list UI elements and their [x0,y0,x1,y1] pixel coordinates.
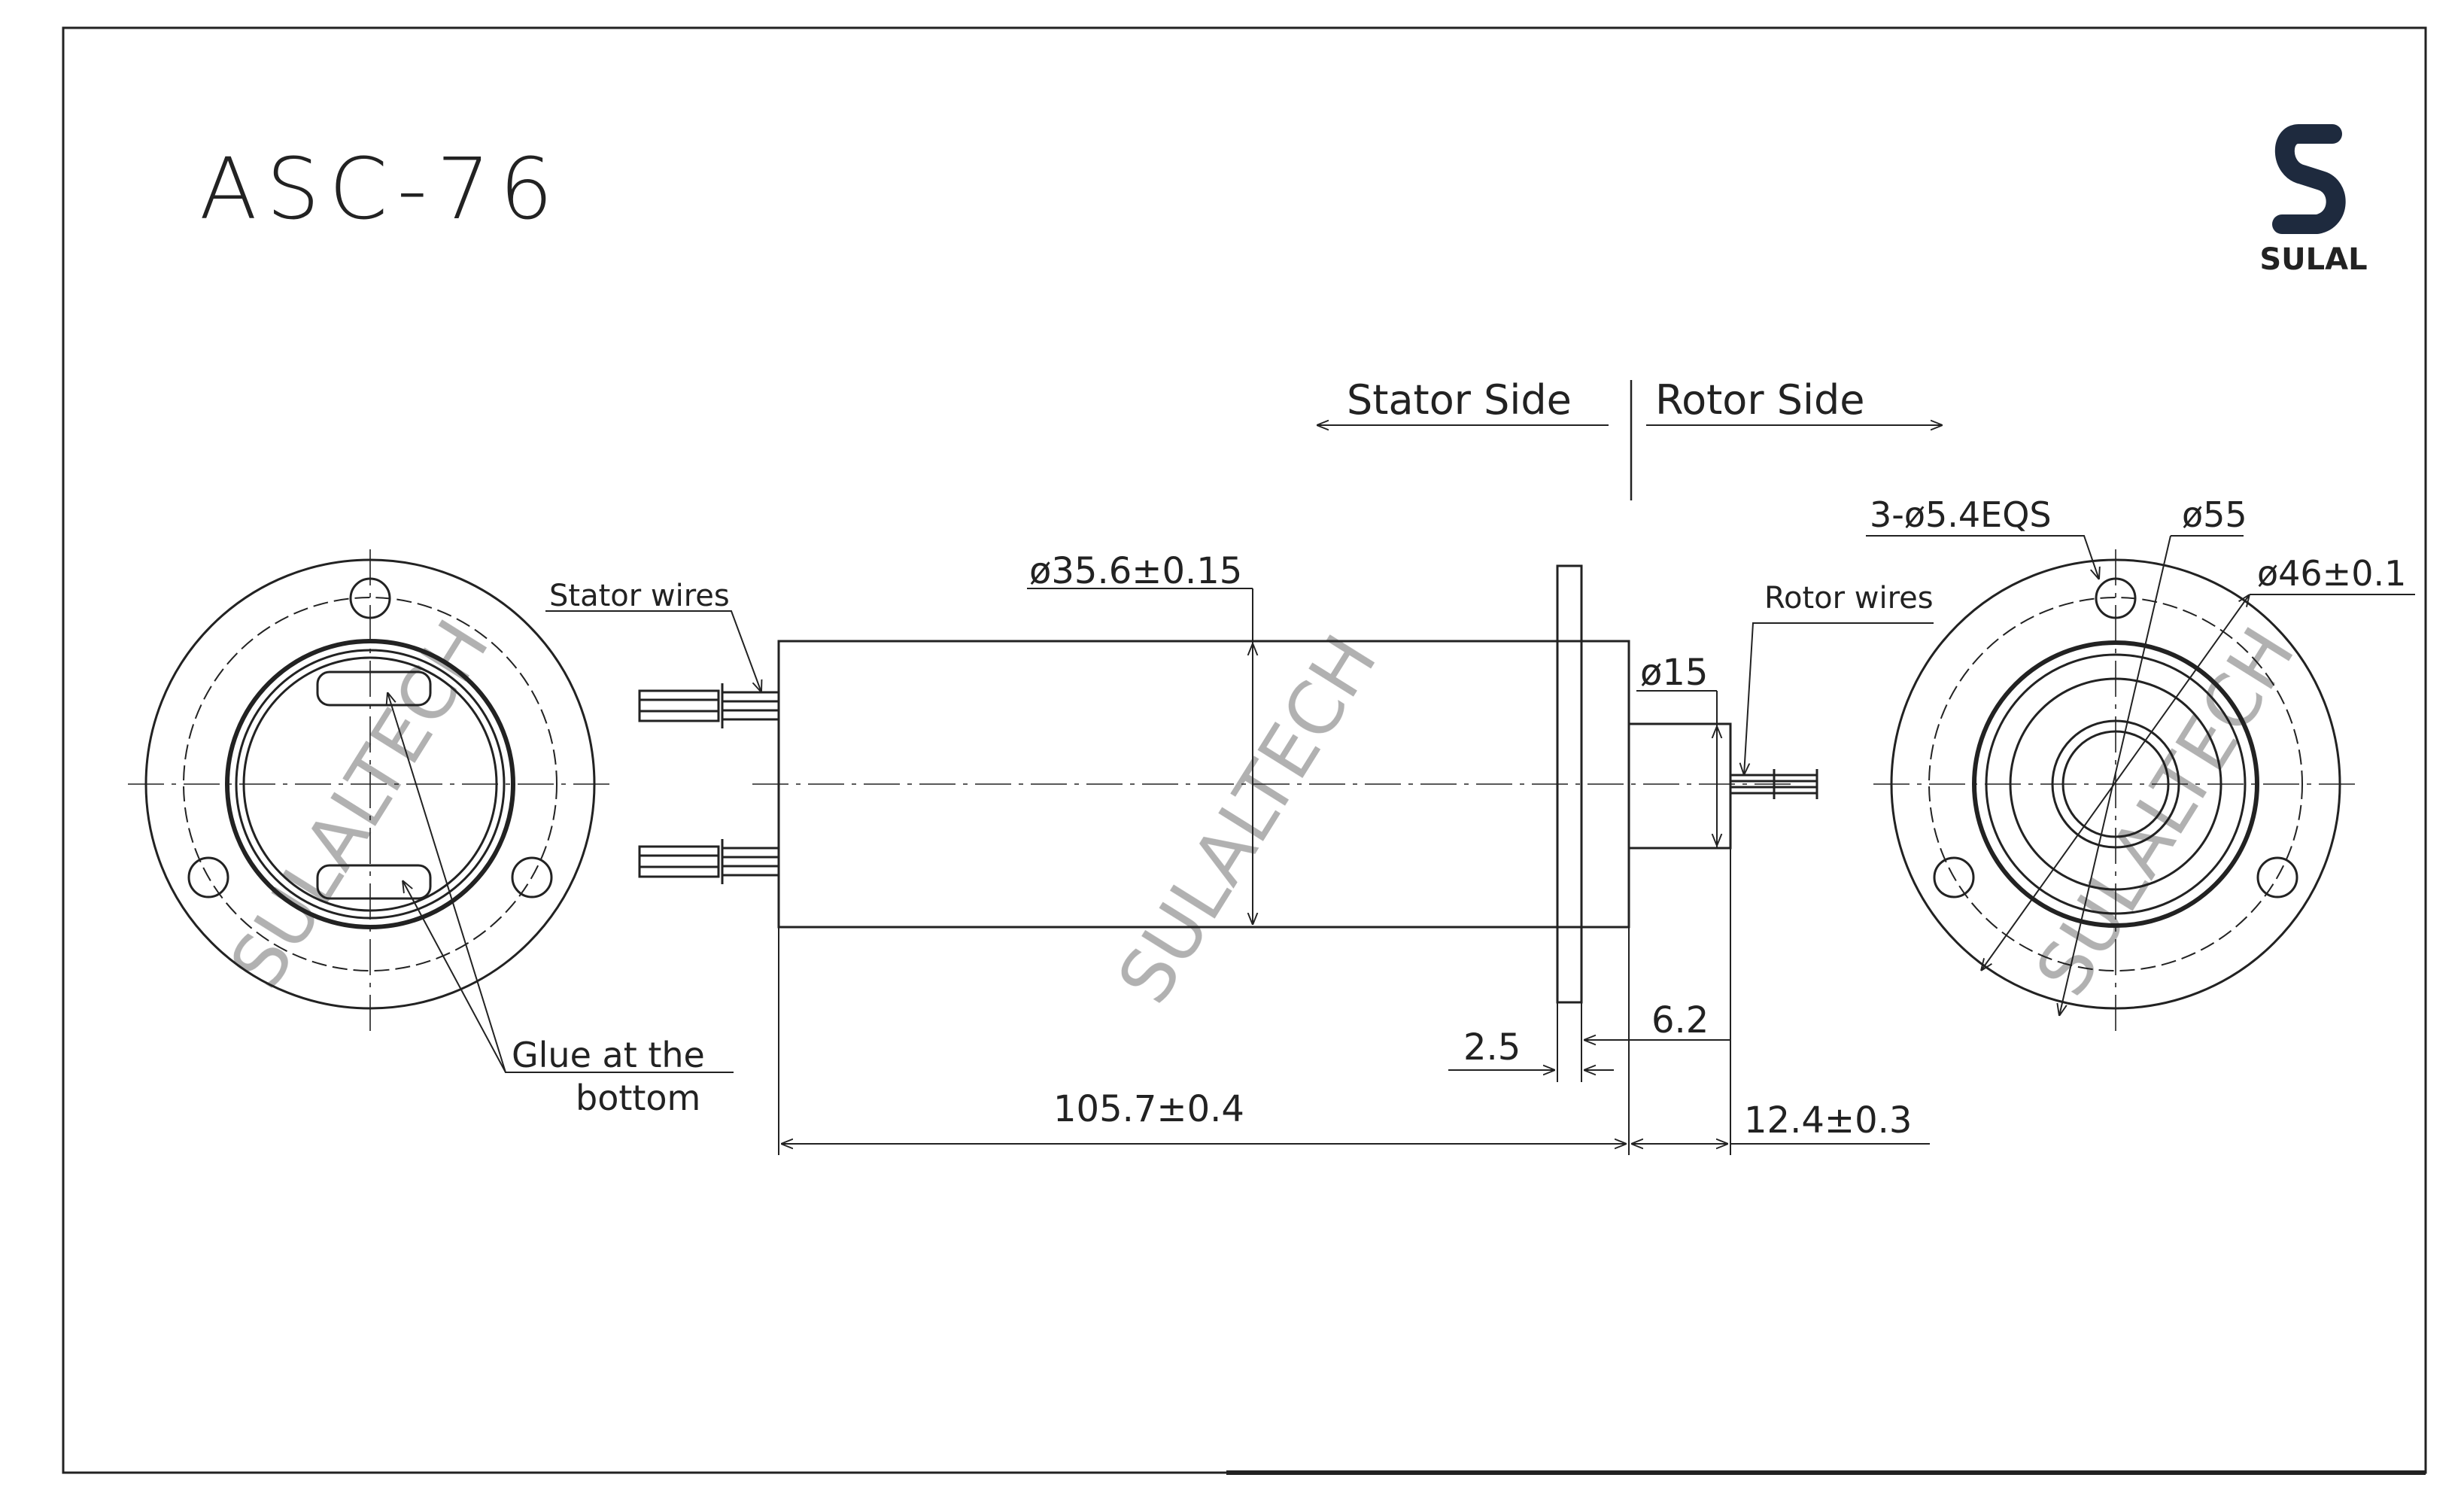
rotor-shaft [1627,722,1732,850]
side-indicator: Stator Side Rotor Side [1317,376,1943,500]
dim-pcd: ø46±0.1 [2257,553,2406,594]
glue-label-line2: bottom [576,1078,700,1118]
dim-body-diameter: ø35.6±0.15 [1029,550,1242,592]
stator-wire-bundle-bottom [638,839,779,884]
glue-label-line1: Glue at the [512,1035,705,1075]
rotor-wires-label: Rotor wires [1764,581,1934,616]
dim-holes: 3-ø5.4EQS [1870,494,2052,535]
sulal-logo: SULAL [2259,124,2368,277]
dim-shaft-length: 12.4±0.3 [1744,1099,1912,1142]
stator-end-view [128,549,613,1035]
dim-body-length: 105.7±0.4 [1053,1088,1244,1130]
watermarks: SULALTECH SULALTECH SULALTECH [214,606,2311,1017]
glue-pad-bottom [316,864,432,900]
mount-hole-bottom-left [187,856,229,898]
stator-wire-bundle-top [638,683,779,728]
rotor-mount-hole-bottom-right [2256,856,2298,898]
watermark-left: SULALTECH [214,606,506,1002]
stator-side-label: Stator Side [1347,376,1572,424]
mount-hole-bottom-right [511,856,553,898]
drawing-title: ASC-76 [199,141,553,239]
watermark-center: SULALTECH [1102,621,1393,1017]
rotor-end-view: 3-ø5.4EQS ø55 ø46±0.1 [1866,494,2415,1035]
glue-callout: Glue at the bottom [387,692,734,1118]
rotor-mount-hole-bottom-left [1933,856,1975,898]
dim-flange-thickness: 2.5 [1463,1026,1521,1069]
logo-s-mark [2272,124,2346,234]
logo-text: SULAL [2259,242,2367,277]
dim-flange-to-shaft: 6.2 [1651,999,1709,1041]
dim-shaft-diameter: ø15 [1640,652,1708,694]
glue-pad-top [316,670,432,707]
rotor-side-label: Rotor Side [1655,376,1865,424]
dim-flange-diameter: ø55 [2182,494,2247,535]
side-view: Stator wires Rotor wires ø35.6±0.15 ø15 … [545,550,1934,1155]
stator-wires-label: Stator wires [549,579,730,613]
